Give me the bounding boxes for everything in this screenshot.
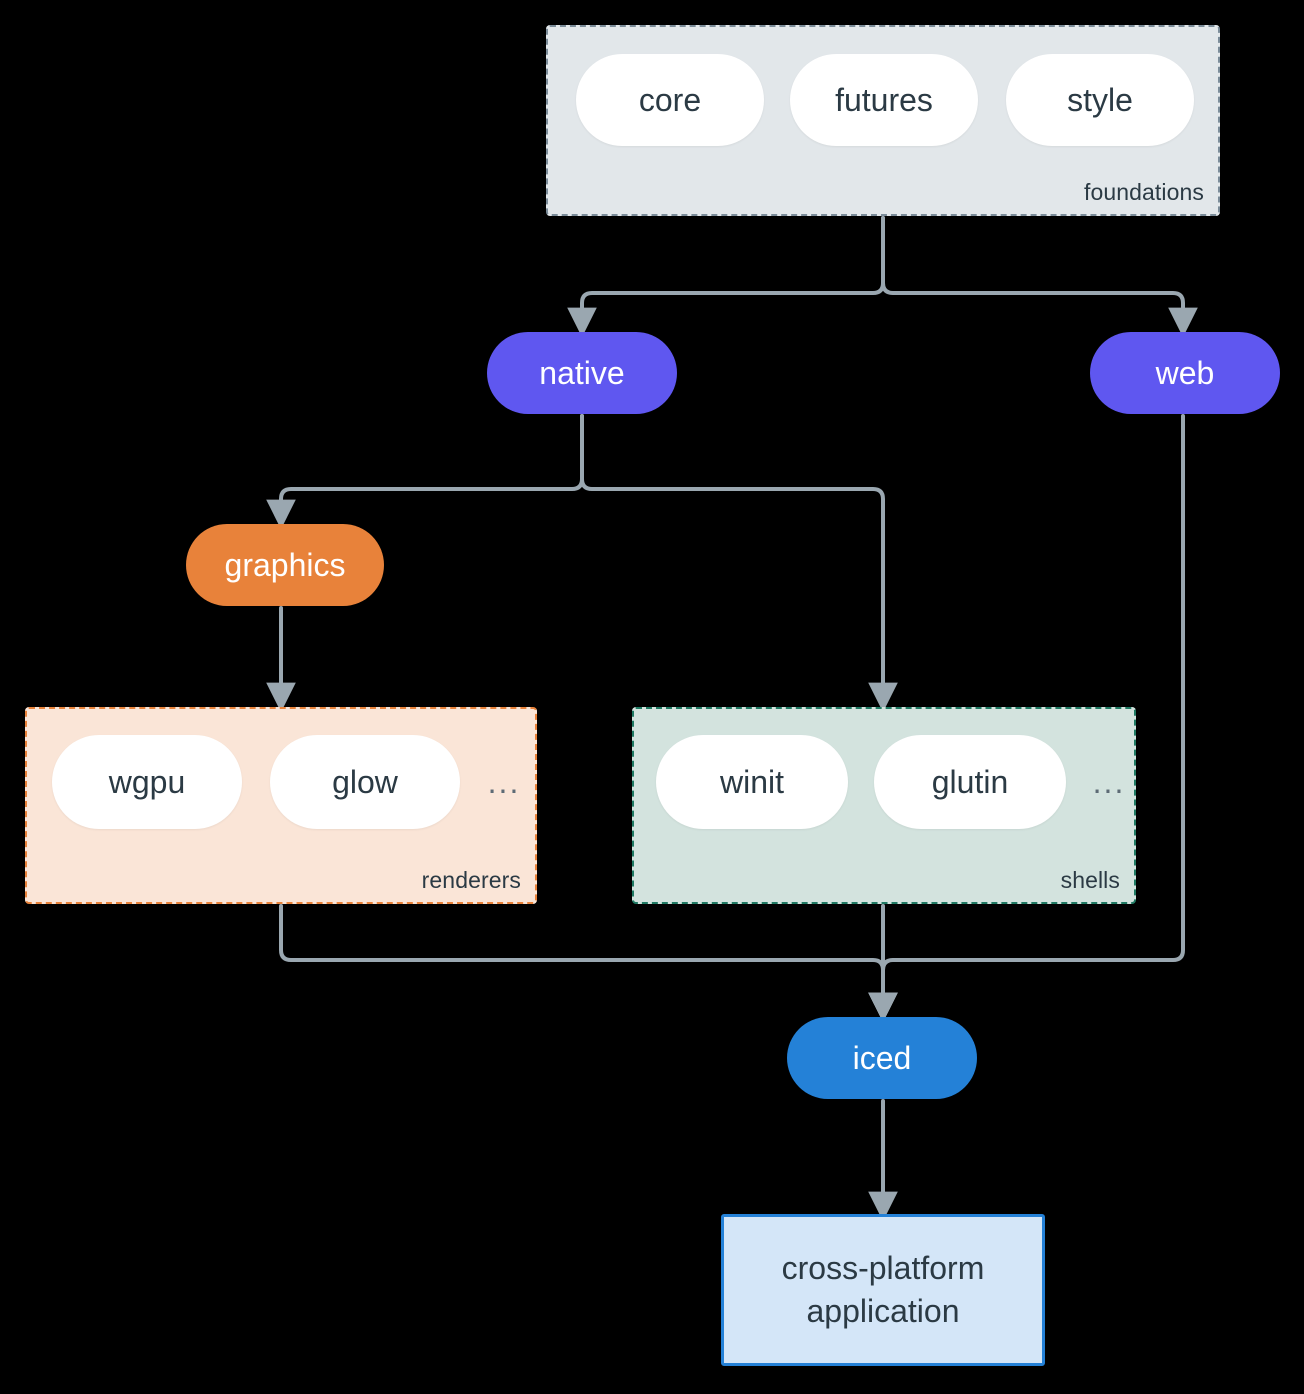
edge-foundations-native (567, 216, 885, 338)
node-iced[interactable]: iced (787, 1017, 977, 1099)
chip-style[interactable]: style (1006, 54, 1194, 146)
group-shells-label: shells (1060, 867, 1120, 893)
node-graphics-label: graphics (224, 546, 346, 583)
node-web[interactable]: web (1090, 332, 1280, 414)
chip-futures[interactable]: futures (790, 54, 978, 146)
renderers-more-ellipsis: ... (487, 763, 521, 800)
edge-native-shells (580, 414, 898, 713)
chip-glutin-label: glutin (931, 763, 1009, 800)
edge-native-graphics (266, 414, 584, 530)
group-renderers: wgpu glow ... renderers (25, 707, 537, 904)
edge-foundations-web (881, 216, 1198, 338)
node-cross-platform-application[interactable]: cross-platform application (721, 1214, 1045, 1366)
application-line-2: application (806, 1293, 960, 1329)
node-native[interactable]: native (487, 332, 677, 414)
shells-more-ellipsis: ... (1092, 763, 1126, 800)
chip-winit[interactable]: winit (656, 735, 848, 829)
group-renderers-label: renderers (421, 867, 521, 893)
chip-winit-label: winit (719, 763, 784, 800)
group-foundations: core futures style foundations (546, 25, 1220, 216)
application-line-1: cross-platform (781, 1249, 985, 1286)
chip-style-label: style (1067, 81, 1133, 118)
group-shells: winit glutin ... shells (632, 707, 1136, 904)
node-native-label: native (539, 354, 625, 391)
group-foundations-label: foundations (1083, 179, 1204, 205)
edge-renderers-iced (279, 904, 898, 1023)
chip-wgpu[interactable]: wgpu (52, 735, 242, 829)
node-web-label: web (1155, 354, 1215, 391)
chip-glow-label: glow (332, 763, 398, 800)
chip-core-label: core (638, 81, 702, 118)
chip-wgpu-label: wgpu (108, 763, 186, 800)
chip-glow[interactable]: glow (270, 735, 460, 829)
node-iced-label: iced (852, 1039, 912, 1076)
chip-glutin[interactable]: glutin (874, 735, 1066, 829)
node-graphics[interactable]: graphics (186, 524, 384, 606)
chip-futures-label: futures (835, 81, 933, 118)
chip-core[interactable]: core (576, 54, 764, 146)
